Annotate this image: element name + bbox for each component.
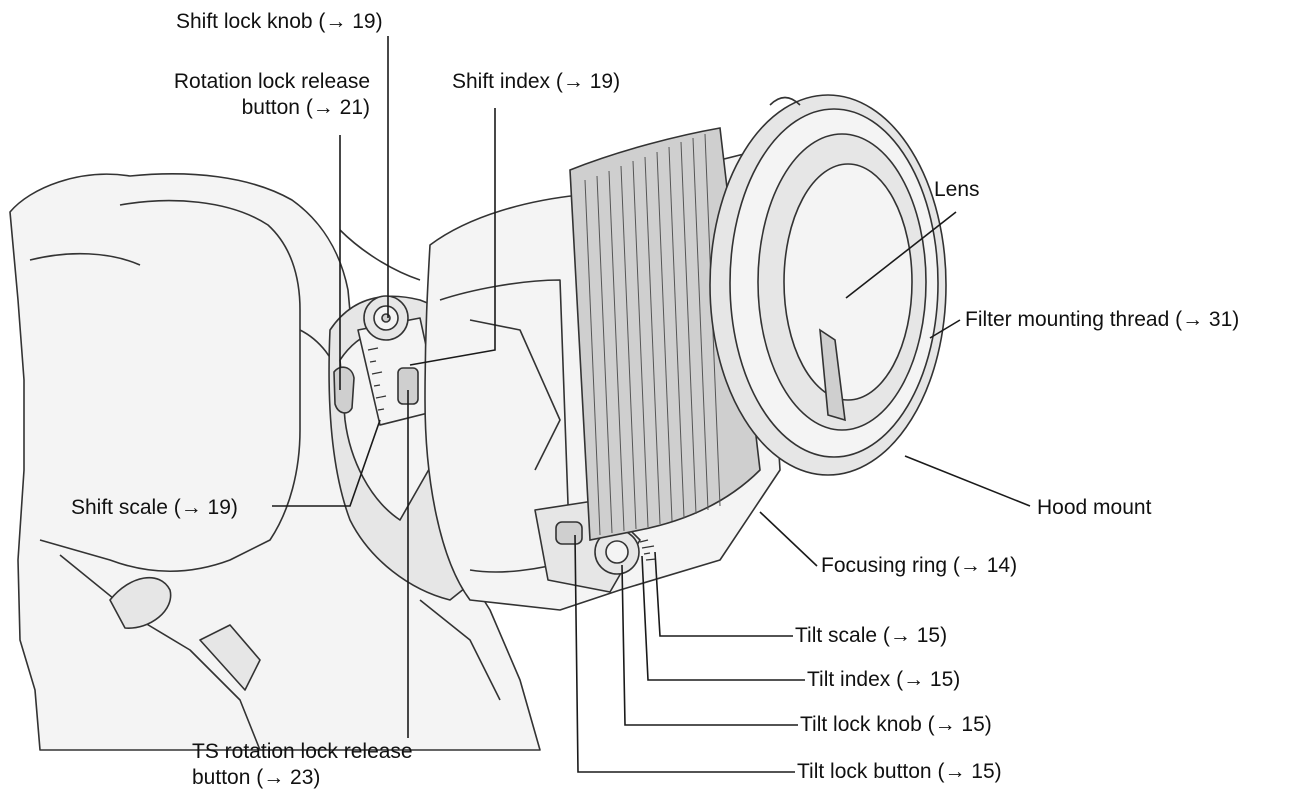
label-tilt-lock-knob: Tilt lock knob (→ 15) bbox=[800, 713, 992, 737]
label-ts-rotation-line1: TS rotation lock release bbox=[192, 740, 413, 764]
label-rotation-lock-release-line1: Rotation lock release bbox=[120, 70, 370, 94]
leader-focusing-ring bbox=[760, 512, 817, 566]
label-tilt-scale: Tilt scale (→ 15) bbox=[795, 624, 947, 648]
leader-tilt-lock-knob bbox=[622, 565, 798, 725]
label-shift-lock-knob: Shift lock knob (→ 19) bbox=[176, 10, 383, 34]
label-tilt-index: Tilt index (→ 15) bbox=[807, 668, 960, 692]
label-tilt-lock-button: Tilt lock button (→ 15) bbox=[797, 760, 1002, 784]
label-rotation-lock-release-line2: button (→ 21) bbox=[120, 96, 370, 120]
label-shift-scale: Shift scale (→ 19) bbox=[71, 496, 238, 520]
label-hood-mount: Hood mount bbox=[1037, 496, 1151, 520]
label-shift-index: Shift index (→ 19) bbox=[452, 70, 620, 94]
leader-hood-mount bbox=[905, 456, 1030, 506]
lens-front-art bbox=[710, 95, 946, 475]
label-lens: Lens bbox=[934, 178, 980, 202]
label-filter-mounting-thread: Filter mounting thread (→ 31) bbox=[965, 308, 1239, 332]
label-focusing-ring: Focusing ring (→ 14) bbox=[821, 554, 1017, 578]
label-ts-rotation-line2: button (→ 23) bbox=[192, 766, 320, 790]
